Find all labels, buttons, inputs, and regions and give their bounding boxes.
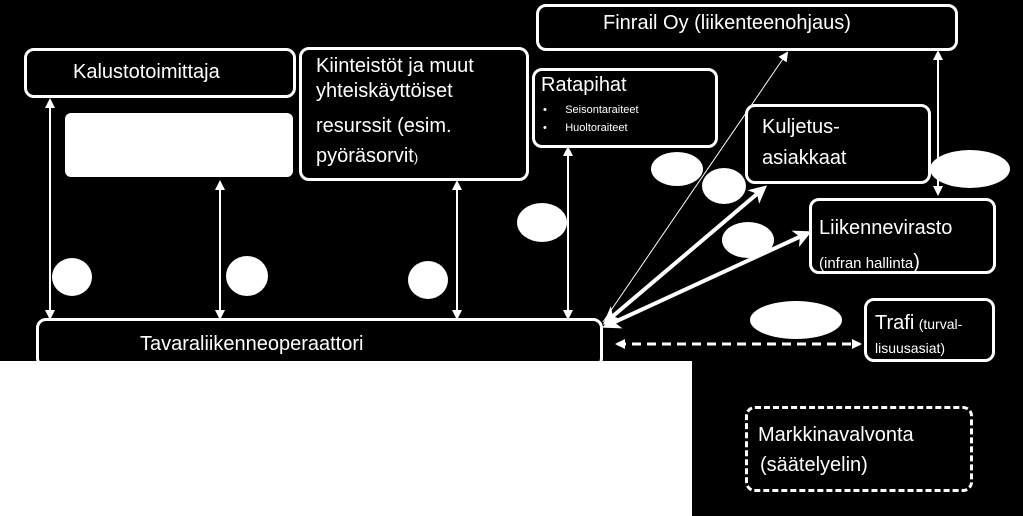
bubble-9 (750, 301, 842, 339)
bubble-3 (408, 261, 448, 299)
node-kuljetus (745, 104, 931, 184)
node-kiinteistot-paren: ) (413, 150, 419, 165)
bubble-5 (651, 152, 703, 186)
node-liikennevirasto-open: ( (819, 255, 824, 272)
node-ratapiha-item-1-text: Seisontaraiteet (565, 104, 639, 116)
node-ratapiha-item-1: • Seisontaraiteet (543, 104, 639, 116)
node-finrail (536, 4, 958, 51)
node-trafi-sub2: lisuusasiat) (875, 340, 946, 356)
node-kiinteistot-line4: pyöräsorvit) (316, 145, 418, 168)
node-operaattori-label: Tavaraliikenneoperaattori (140, 333, 364, 355)
node-ratapiha-title: Ratapihat (541, 74, 627, 96)
node-kuljetus-line1: Kuljetus- (762, 116, 840, 138)
node-liikennevirasto (809, 198, 996, 274)
bubble-4 (517, 203, 567, 242)
node-markkina-line2: (säätelyelin) (760, 454, 868, 476)
redacted-box-bottom (0, 361, 692, 516)
bubble-6 (702, 168, 746, 204)
bubble-2 (226, 256, 268, 296)
node-liikennevirasto-close: ) (913, 251, 920, 273)
node-kalusto-label: Kalustotoimittaja (73, 61, 220, 83)
node-kuljetus-line2: asiakkaat (762, 147, 847, 169)
node-ratapiha (532, 68, 718, 148)
node-finrail-label: Finrail Oy (liikenteenohjaus) (603, 12, 851, 34)
node-trafi (864, 298, 995, 362)
node-ratapiha-item-2: • Huoltoraiteet (543, 122, 628, 134)
bubble-7 (722, 222, 774, 258)
node-trafi-sub1: (turval- (918, 316, 963, 332)
node-liikennevirasto-label: Liikennevirasto (819, 217, 953, 239)
node-kiinteistot-line3: resurssit (esim. (316, 115, 452, 137)
node-kiinteistot-line4-text: pyöräsorvit (316, 145, 414, 167)
node-liikennevirasto-sub: (infran hallinta) (819, 251, 920, 274)
bubble-8 (930, 150, 1010, 188)
node-kiinteistot-line1: Kiinteistöt ja muut (316, 55, 474, 77)
node-kiinteistot (299, 47, 529, 181)
node-liikennevirasto-sub-text: infran hallinta (824, 255, 914, 272)
node-kiinteistot-line2: yhteiskäyttöiset (316, 80, 453, 102)
node-kalusto (24, 48, 296, 98)
node-ratapiha-item-2-text: Huoltoraiteet (565, 122, 628, 134)
node-trafi-label: Trafi (875, 312, 915, 334)
redacted-box-top (65, 113, 293, 177)
node-markkina (745, 406, 973, 492)
node-trafi-line1: Trafi (turval- (875, 312, 962, 335)
node-markkina-line1: Markkinavalvonta (758, 424, 914, 446)
bubble-1 (52, 258, 92, 296)
